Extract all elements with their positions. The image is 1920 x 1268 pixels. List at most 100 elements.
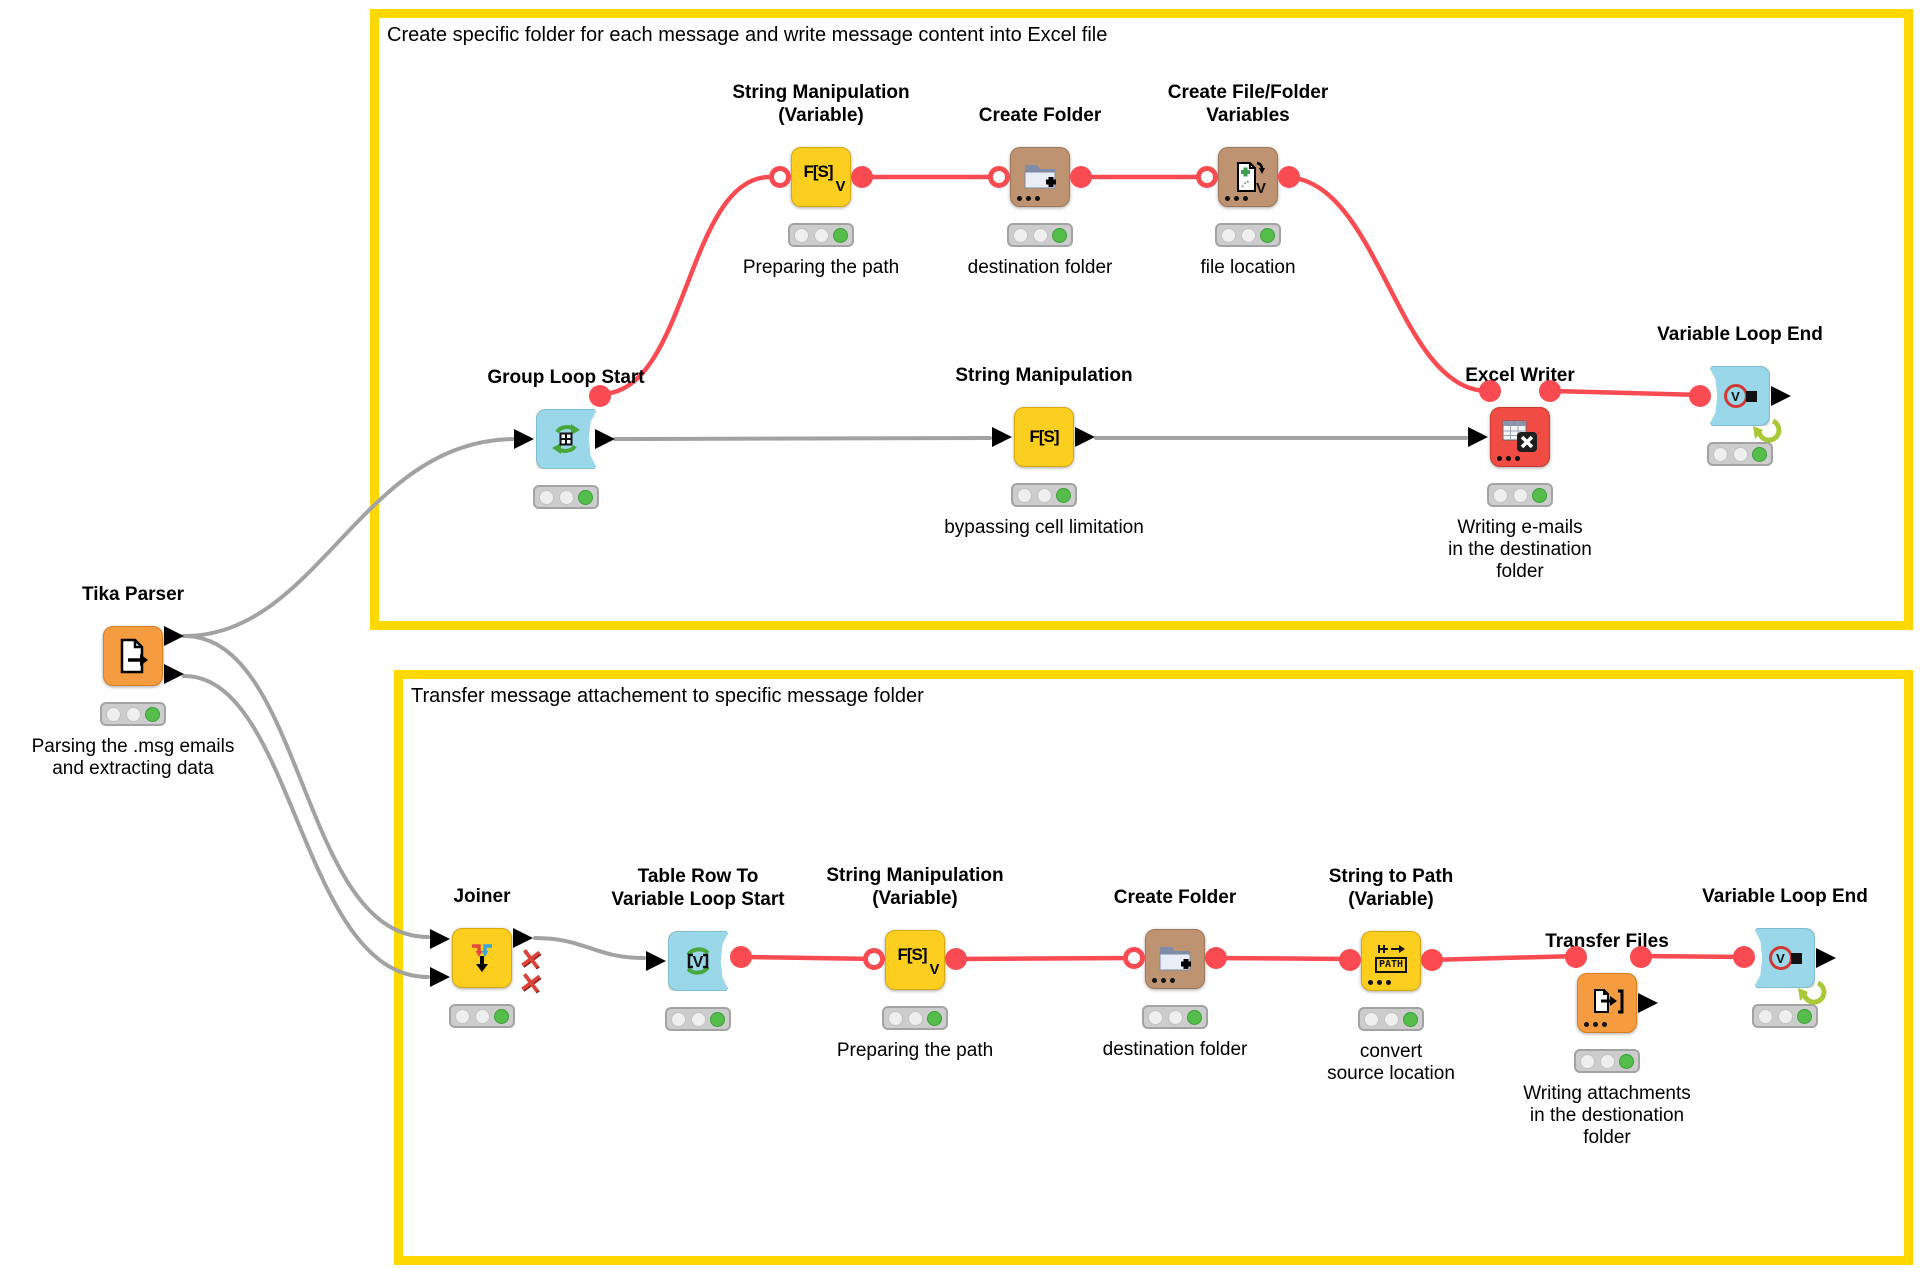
annotation-title: Transfer message attachement to specific… bbox=[411, 685, 924, 707]
node-variable-loop-end-2[interactable]: Variable Loop End V bbox=[1702, 886, 1868, 1028]
flow-variable-input-port[interactable] bbox=[1689, 385, 1711, 407]
flow-variable-output-port[interactable] bbox=[1630, 946, 1652, 968]
node-group-loop-start[interactable]: Group Loop Start bbox=[487, 367, 645, 509]
connection-tika-to-group-loop-start[interactable] bbox=[182, 437, 518, 638]
flow-variable-output-port[interactable] bbox=[1539, 380, 1561, 402]
node-create-folder-1[interactable]: Create Folder destination folder bbox=[968, 105, 1113, 278]
node-caption: Parsing the .msg emails and extracting d… bbox=[31, 736, 235, 779]
node-string-manipulation[interactable]: String Manipulation F[S] bypassing cell … bbox=[944, 365, 1144, 538]
flow-variable-input-port[interactable] bbox=[769, 166, 791, 188]
icon-variable-letter: V bbox=[835, 178, 846, 195]
connection-excel-writer-to-variable-loop-end[interactable] bbox=[1549, 388, 1705, 398]
traffic-light bbox=[1007, 223, 1073, 247]
node-body[interactable]: V bbox=[668, 931, 728, 991]
node-body[interactable] bbox=[1577, 973, 1637, 1033]
node-transfer-files[interactable]: Transfer Files Writing attachments in th… bbox=[1523, 931, 1691, 1148]
connection-group-loop-to-string-manipulation-variable[interactable] bbox=[598, 174, 773, 397]
node-joiner[interactable]: Joiner ✕ ✕ bbox=[430, 886, 544, 1028]
flow-variable-input-port[interactable] bbox=[863, 948, 885, 970]
annotation-box-excel[interactable]: Create specific folder for each message … bbox=[370, 9, 1913, 630]
node-body[interactable] bbox=[452, 928, 512, 988]
node-caption: file location bbox=[1200, 257, 1296, 278]
data-input-port[interactable] bbox=[430, 967, 450, 987]
node-title: Transfer Files bbox=[1545, 930, 1669, 952]
connection-create-folder-to-string-to-path[interactable] bbox=[1209, 955, 1357, 962]
node-body[interactable]: V bbox=[1218, 147, 1278, 207]
data-output-port[interactable] bbox=[164, 626, 184, 646]
node-body[interactable]: PATH bbox=[1361, 931, 1421, 991]
node-body[interactable] bbox=[536, 409, 596, 469]
status-light bbox=[833, 227, 848, 243]
node-body[interactable]: V bbox=[1755, 928, 1815, 988]
data-output-port[interactable] bbox=[1075, 427, 1095, 447]
connection-cffv-to-excel-writer[interactable] bbox=[1281, 174, 1491, 394]
status-light bbox=[1036, 487, 1052, 503]
node-body[interactable]: V bbox=[1710, 366, 1770, 426]
data-input-port[interactable] bbox=[992, 427, 1012, 447]
status-light bbox=[1017, 487, 1032, 503]
node-excel-writer[interactable]: Excel Writer Writing e-mails in the dest… bbox=[1448, 365, 1592, 582]
connection-tika-to-joiner-top[interactable] bbox=[182, 634, 430, 939]
flow-variable-input-port[interactable] bbox=[1123, 947, 1145, 969]
node-string-to-path-variable[interactable]: String to Path (Variable) PATH convert s… bbox=[1327, 866, 1455, 1084]
connection-table-row-loop-to-smv[interactable] bbox=[739, 954, 881, 962]
node-string-manipulation-variable-2[interactable]: String Manipulation (Variable) F[S] V Pr… bbox=[826, 865, 1003, 1061]
flow-variable-output-port[interactable] bbox=[1421, 949, 1443, 971]
data-input-port[interactable] bbox=[1468, 427, 1488, 447]
flow-variable-output-port[interactable] bbox=[945, 948, 967, 970]
node-body[interactable] bbox=[1145, 929, 1205, 989]
node-body[interactable]: F[S] V bbox=[791, 147, 851, 207]
data-input-port[interactable] bbox=[430, 929, 450, 949]
flow-variable-input-port[interactable] bbox=[1196, 166, 1218, 188]
traffic-light bbox=[1011, 483, 1077, 507]
data-output-port[interactable] bbox=[513, 928, 533, 948]
node-title: Create File/Folder Variables bbox=[1167, 81, 1329, 126]
status-light bbox=[106, 706, 121, 722]
flow-variable-output-port[interactable] bbox=[1205, 947, 1227, 969]
data-output-port[interactable] bbox=[164, 664, 184, 684]
flow-variable-output-port[interactable] bbox=[851, 166, 873, 188]
data-output-port[interactable] bbox=[595, 429, 615, 449]
connection-transfer-files-to-variable-loop-end[interactable] bbox=[1641, 953, 1751, 960]
flow-variable-output-port[interactable] bbox=[730, 946, 752, 968]
node-body[interactable]: F[S] V bbox=[885, 930, 945, 990]
string-to-path-icon: PATH bbox=[1374, 943, 1408, 973]
node-create-folder-2[interactable]: Create Folder destination folder bbox=[1103, 887, 1248, 1060]
node-variable-loop-end-1[interactable]: Variable Loop End V bbox=[1657, 324, 1823, 466]
annotation-box-attachments[interactable]: Transfer message attachement to specific… bbox=[394, 670, 1913, 1265]
connection-string-to-path-to-transfer-files[interactable] bbox=[1425, 953, 1581, 963]
data-input-port[interactable] bbox=[646, 951, 666, 971]
data-output-port[interactable] bbox=[1638, 993, 1658, 1013]
node-body[interactable] bbox=[1010, 147, 1070, 207]
flow-variable-output-port[interactable] bbox=[589, 385, 611, 407]
data-output-port[interactable] bbox=[1816, 948, 1836, 968]
flow-variable-input-port[interactable] bbox=[988, 166, 1010, 188]
node-body[interactable] bbox=[1490, 407, 1550, 467]
flow-variable-input-port[interactable] bbox=[1733, 946, 1755, 968]
connection-tika-to-joiner-bottom[interactable] bbox=[182, 674, 430, 979]
status-light bbox=[145, 706, 160, 722]
node-string-manipulation-variable-1[interactable]: String Manipulation (Variable) F[S] V Pr… bbox=[732, 82, 909, 278]
status-light bbox=[1221, 227, 1236, 243]
status-light bbox=[1797, 1008, 1812, 1024]
flow-variable-input-port[interactable] bbox=[1339, 949, 1361, 971]
connection-joiner-to-table-row-loop[interactable] bbox=[533, 936, 646, 960]
flow-variable-input-port[interactable] bbox=[1479, 380, 1501, 402]
connection-smv-to-create-folder-2[interactable] bbox=[949, 955, 1141, 962]
folder-plus-icon bbox=[1024, 165, 1056, 189]
connection-group-loop-to-string-manipulation[interactable] bbox=[613, 436, 992, 441]
flow-variable-input-port[interactable] bbox=[1565, 946, 1587, 968]
flow-variable-output-port[interactable] bbox=[1070, 166, 1092, 188]
icon-text: V bbox=[693, 954, 704, 971]
node-create-file-folder-variables[interactable]: Create File/Folder Variables V file loca… bbox=[1168, 82, 1329, 278]
node-tika-parser[interactable]: Tika Parser Parsing the .msg emails and … bbox=[32, 584, 235, 779]
node-table-row-to-variable-loop-start[interactable]: Table Row To Variable Loop Start V bbox=[611, 866, 785, 1031]
data-input-port[interactable] bbox=[514, 429, 534, 449]
node-body[interactable] bbox=[103, 626, 163, 686]
status-light bbox=[1013, 227, 1028, 243]
node-body[interactable]: F[S] bbox=[1014, 407, 1074, 467]
data-output-port[interactable] bbox=[1771, 386, 1791, 406]
node-title: String to Path (Variable) bbox=[1328, 865, 1454, 910]
flow-variable-output-port[interactable] bbox=[1278, 166, 1300, 188]
